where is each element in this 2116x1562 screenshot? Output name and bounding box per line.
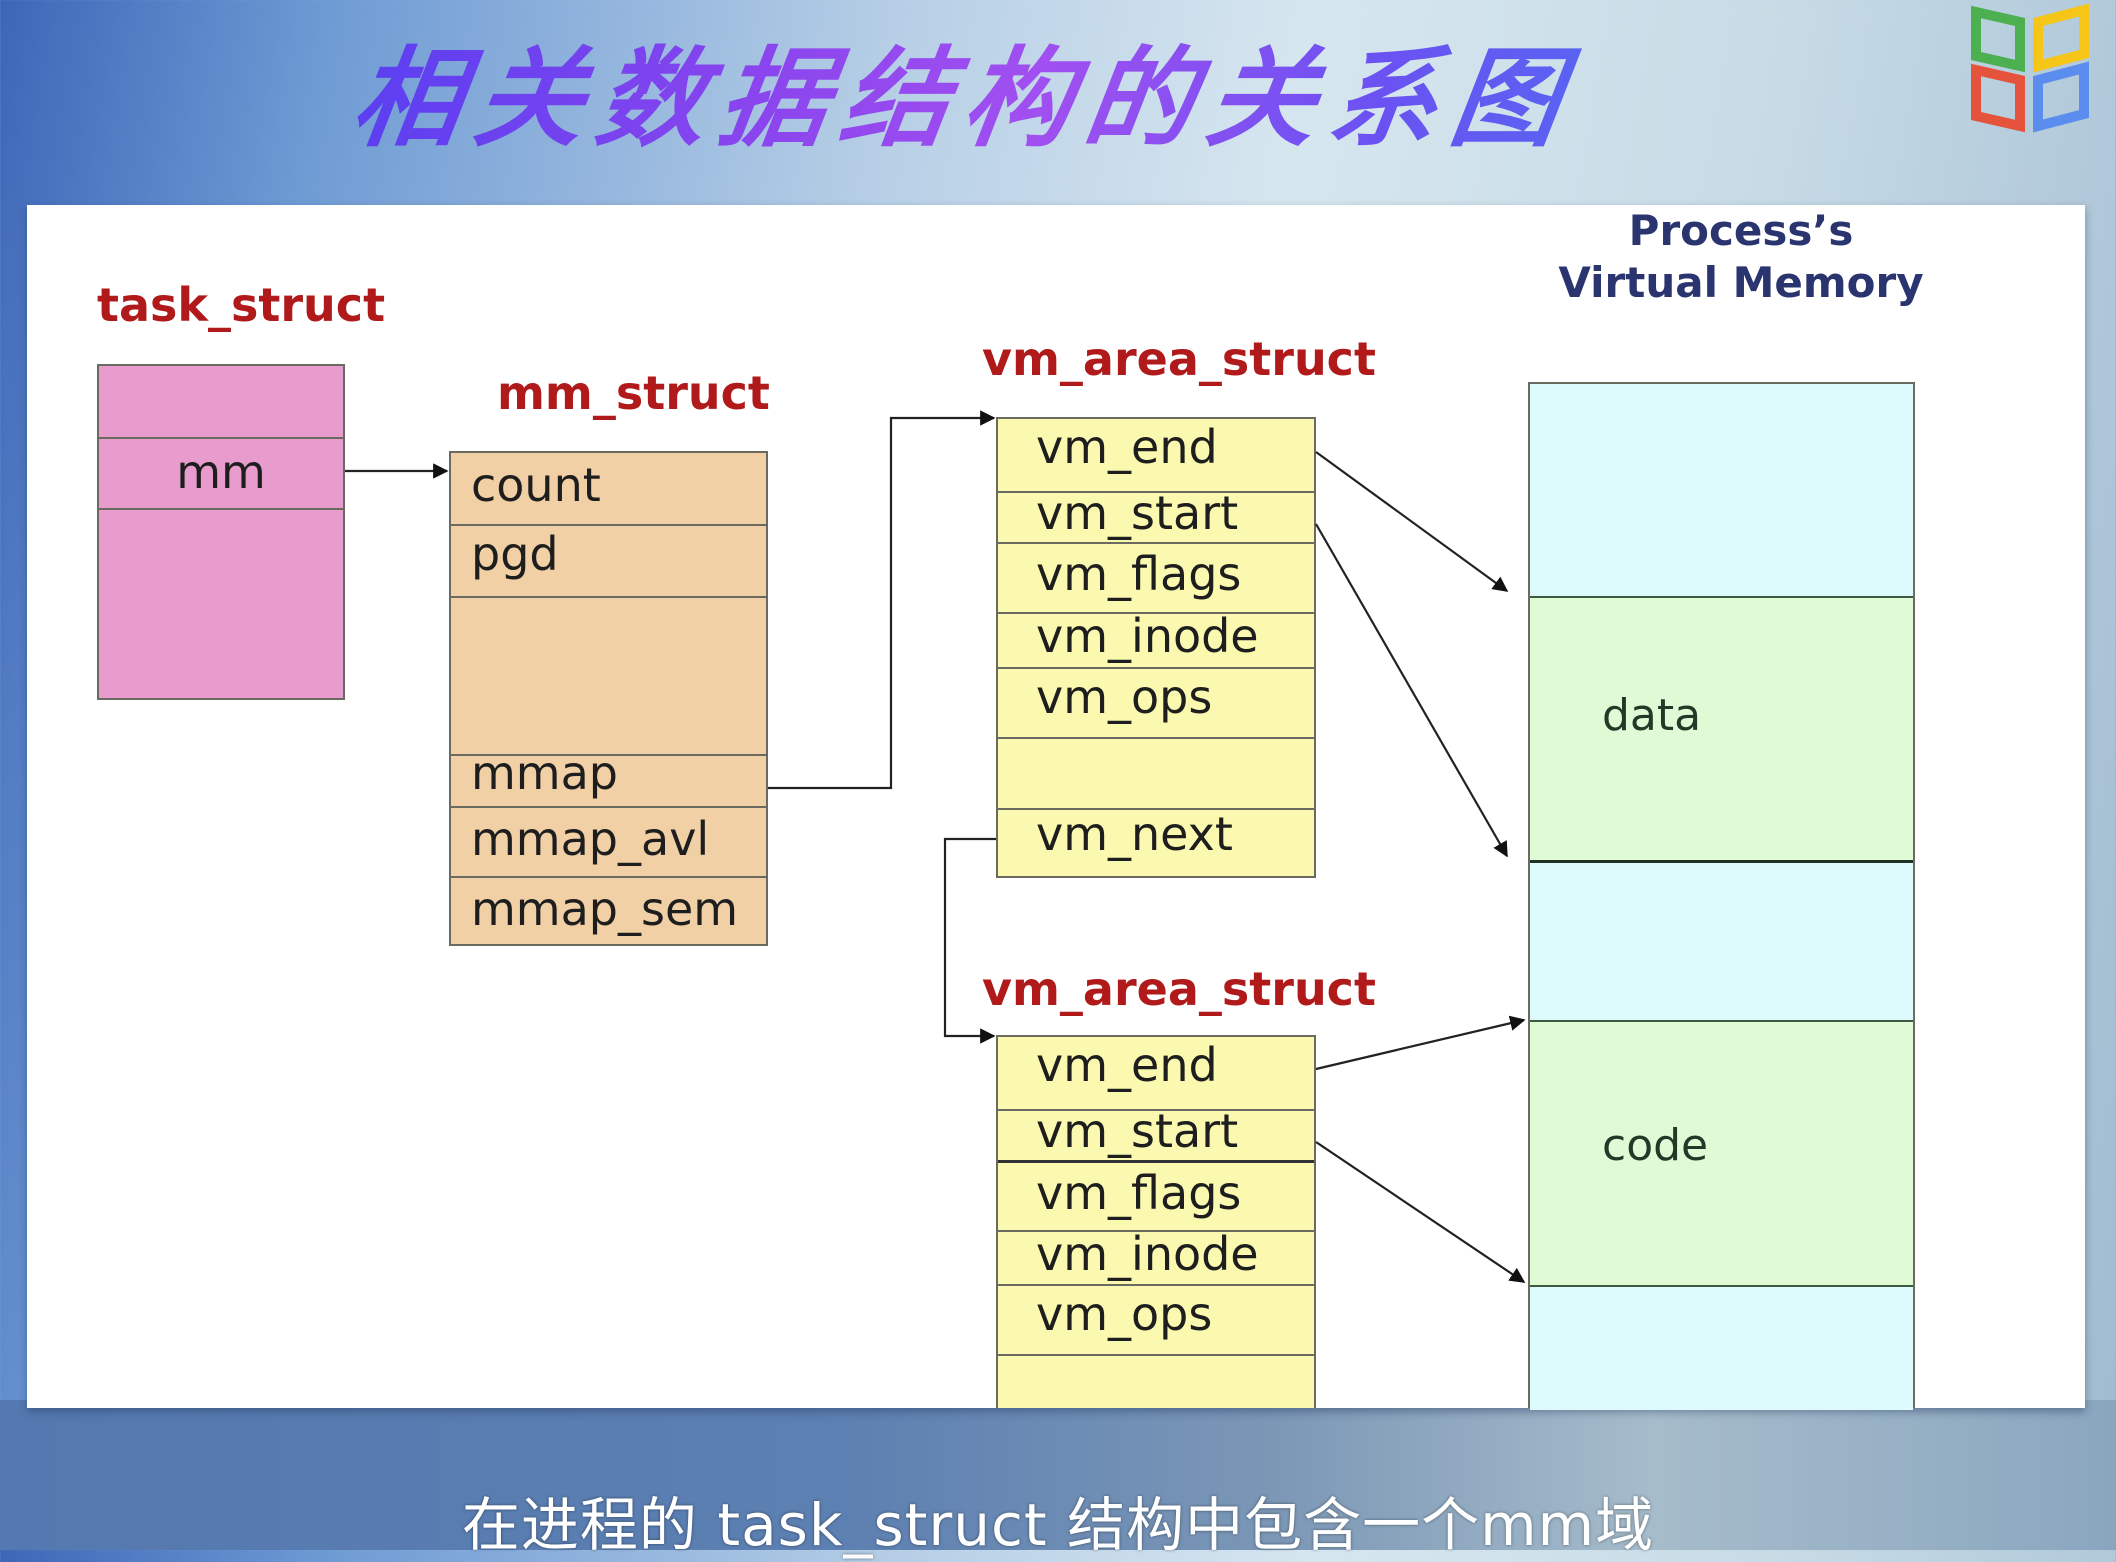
vm-segment-free — [1530, 384, 1913, 596]
virtual-memory-box: data code — [1528, 382, 1915, 1410]
vm-segment-data: data — [1530, 596, 1913, 860]
vm-field-vm-start: vm_start — [998, 1109, 1314, 1160]
task-struct-field-mm: mm — [99, 437, 343, 508]
mm-struct-field-mmap-avl: mmap_avl — [451, 806, 766, 876]
task-struct-box: mm — [97, 364, 345, 700]
vm-field-empty — [998, 1354, 1314, 1410]
task-struct-field — [99, 508, 343, 698]
vm-segment-code: code — [1530, 1020, 1913, 1285]
logo-red-page — [1971, 63, 2025, 133]
task-struct-field — [99, 366, 343, 437]
book-logo-icon — [1971, 3, 2089, 133]
virtual-memory-label-line2: Virtual Memory — [1558, 258, 1924, 307]
virtual-memory-label: Process’s Virtual Memory — [1541, 205, 1941, 309]
background-band — [0, 1400, 2116, 1550]
mm-struct-field-mmap: mmap — [451, 754, 766, 806]
mm-struct-label: mm_struct — [497, 366, 770, 420]
vm-area-struct-box-2: vm_end vm_start vm_flags vm_inode vm_ops — [996, 1035, 1316, 1408]
logo-yellow-page — [2033, 3, 2089, 73]
mm-struct-field-mmap-sem: mmap_sem — [451, 876, 766, 946]
vm-field-vm-inode: vm_inode — [998, 612, 1314, 667]
mm-struct-field-count: count — [471, 458, 601, 512]
vm-field-vm-end: vm_end — [1036, 1038, 1218, 1092]
vm-field-vm-start: vm_start — [998, 491, 1314, 542]
virtual-memory-label-line1: Process’s — [1628, 206, 1854, 255]
mm-struct-field-pgd: pgd — [451, 524, 766, 596]
mm-struct-field-empty — [451, 596, 766, 754]
vm-area-struct-label-2: vm_area_struct — [982, 962, 1376, 1016]
vm-field-vm-ops: vm_ops — [998, 1284, 1314, 1354]
vm-field-empty — [998, 737, 1314, 808]
vm-field-vm-ops: vm_ops — [998, 667, 1314, 737]
vm-field-vm-end: vm_end — [1036, 420, 1218, 474]
vm-field-vm-inode: vm_inode — [998, 1230, 1314, 1284]
logo-blue-page — [2033, 61, 2089, 133]
logo-green-page — [1971, 5, 2025, 73]
subtitle-caption: 在进程的 task_struct 结构中包含一个mm域 — [461, 1491, 1655, 1559]
vm-area-struct-label-1: vm_area_struct — [982, 332, 1376, 386]
vm-area-struct-box-1: vm_end vm_start vm_flags vm_inode vm_ops… — [996, 417, 1316, 878]
vm-field-vm-flags: vm_flags — [998, 1160, 1314, 1230]
task-struct-label: task_struct — [97, 278, 386, 332]
slide-title: 相关数据结构的关系图 — [345, 37, 1733, 162]
vm-field-vm-flags: vm_flags — [998, 542, 1314, 612]
vm-field-vm-next: vm_next — [998, 808, 1314, 878]
vm-segment-free — [1530, 1285, 1913, 1410]
mm-struct-box: count pgd mmap mmap_avl mmap_sem — [449, 451, 768, 946]
vm-segment-free — [1530, 860, 1913, 1020]
